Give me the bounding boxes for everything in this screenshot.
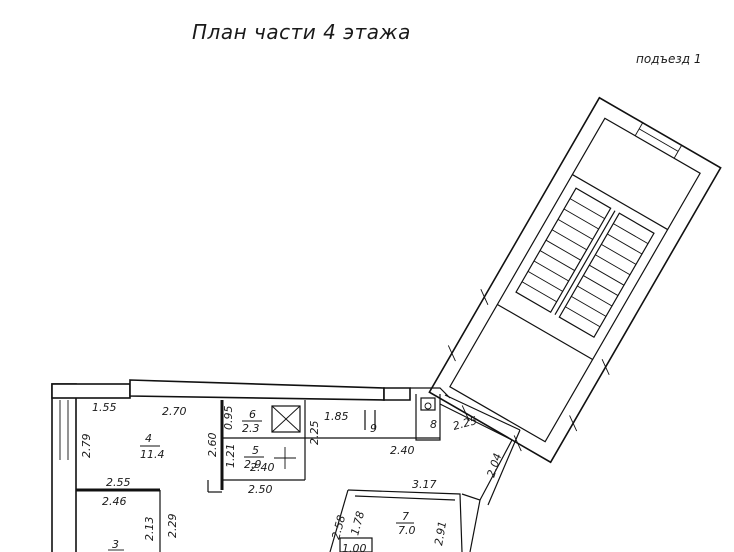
west-wall (51, 383, 77, 552)
room-labels: 4 11.4 6 2.3 5 2.9 9 8 7 7.0 3 (108, 408, 437, 551)
dim-2-25-stair: 2.25 (451, 414, 478, 433)
shaft-box (271, 405, 301, 433)
room-7-number: 7 (402, 510, 409, 523)
dim-1-00: 1.00 (342, 542, 367, 552)
room-9-number: 9 (370, 422, 377, 435)
dim-2-58: 2.58 (329, 514, 348, 541)
dim-2-46: 2.46 (102, 495, 127, 508)
dim-2-25-room6: 2.25 (308, 421, 321, 446)
dim-2-91: 2.91 (432, 520, 449, 546)
entrance-label: подъезд 1 (636, 52, 702, 66)
room-6-area: 2.3 (242, 422, 260, 435)
dimension-labels: 1.55 2.70 1.85 2.40 2.25 2.40 2.50 2.55 … (80, 401, 504, 552)
dim-2-13: 2.13 (143, 517, 156, 542)
dim-1-78: 1.78 (348, 510, 367, 537)
dim-2-29: 2.29 (166, 514, 179, 539)
dim-2-40-corridor: 2.40 (390, 444, 415, 457)
dim-1-55: 1.55 (92, 401, 117, 414)
dim-1-21: 1.21 (224, 444, 237, 469)
room-3-number: 3 (112, 538, 119, 551)
dim-3-17: 3.17 (412, 478, 437, 491)
room-8-number: 8 (430, 418, 437, 431)
plan-title: План части 4 этажа (192, 20, 411, 44)
dim-1-85: 1.85 (324, 410, 349, 423)
room-7-area: 7.0 (398, 524, 416, 537)
dim-2-79: 2.79 (80, 434, 93, 459)
dim-2-60: 2.60 (206, 433, 219, 458)
room-4-number: 4 (145, 432, 152, 445)
room-6-number: 6 (249, 408, 256, 421)
dim-2-50: 2.50 (248, 483, 273, 496)
stair-inner-wall (449, 117, 701, 443)
room-4-area: 11.4 (140, 448, 165, 461)
dim-2-70: 2.70 (162, 405, 187, 418)
stair-flight-right (558, 212, 655, 338)
building-walls (51, 379, 521, 552)
dim-2-40-room5: 2.40 (250, 461, 275, 474)
stair-flight-left (515, 187, 612, 313)
room-5-area: 2.9 (244, 458, 262, 471)
north-wall-left (51, 383, 131, 399)
dim-0-95: 0.95 (222, 406, 235, 431)
north-wall-right (129, 379, 385, 401)
dim-2-55: 2.55 (106, 476, 131, 489)
room-5-number: 5 (252, 444, 259, 457)
stair-shaft (428, 96, 722, 464)
